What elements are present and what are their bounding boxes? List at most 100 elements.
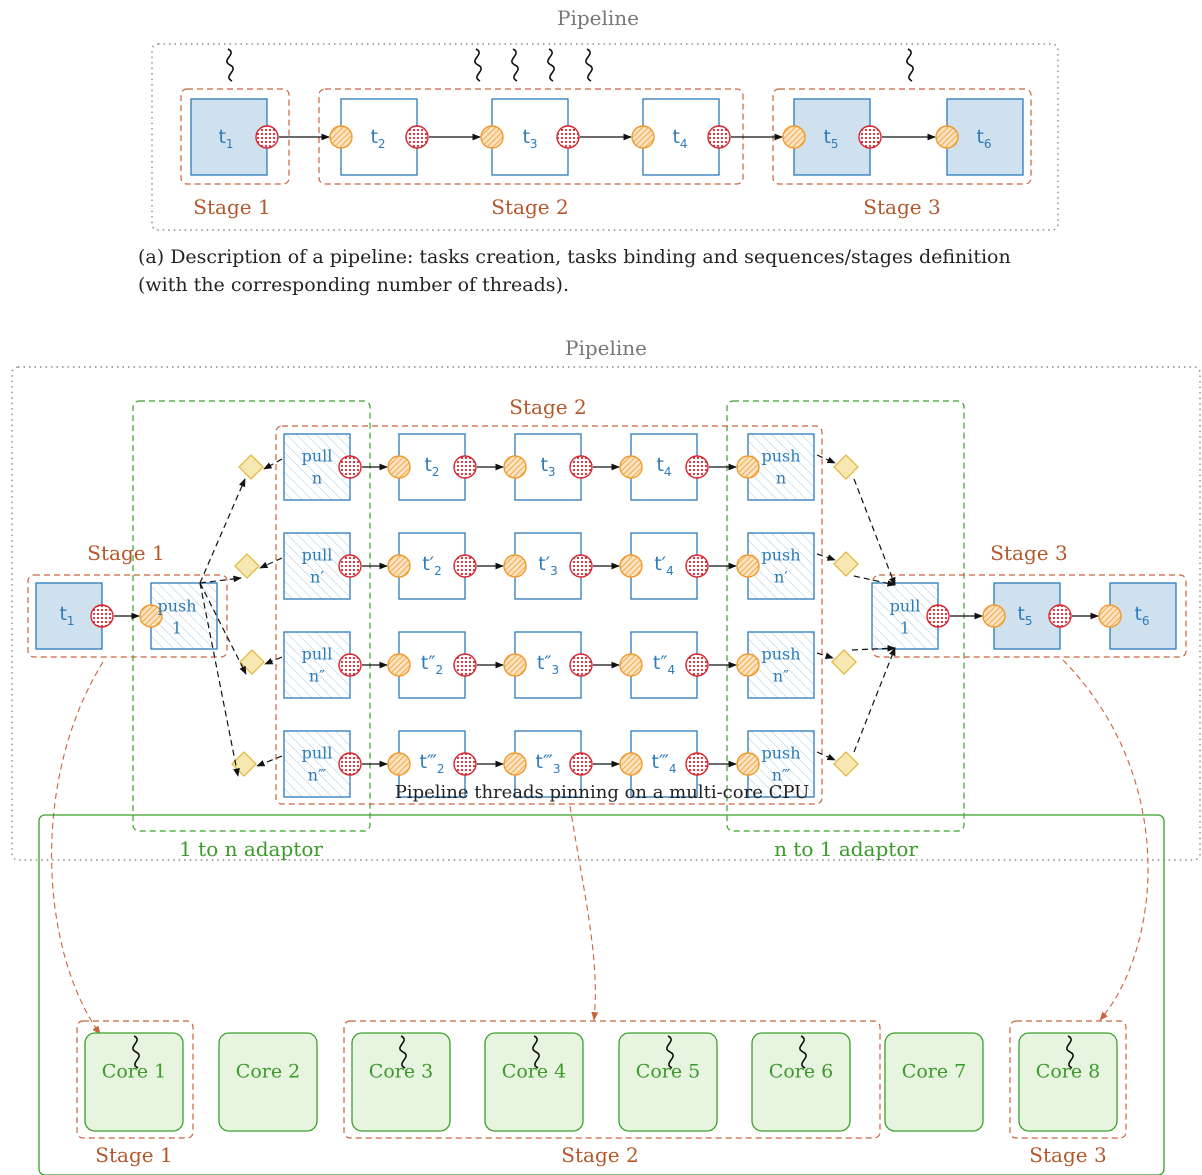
mid-task-t6-label: t6 (1134, 603, 1150, 628)
top-task-t4-label: t4 (672, 126, 688, 151)
socket-out (90, 604, 114, 628)
socket-out (453, 455, 477, 479)
thread-icon (132, 1035, 140, 1069)
core-box (351, 1032, 451, 1132)
buffer-diamond (833, 551, 859, 577)
top-task-t6 (946, 98, 1024, 176)
task-label: t‴4 (651, 751, 677, 776)
top-socket-in (329, 125, 353, 149)
core-box (751, 1032, 851, 1132)
arrow (256, 755, 283, 767)
task-label: t‴2 (419, 751, 445, 776)
task-label: t‴3 (535, 751, 561, 776)
top-stage2-label: Stage 2 (491, 195, 569, 219)
task-label: t″2 (420, 652, 444, 677)
arrow (199, 575, 242, 584)
buffer-diamond (238, 454, 264, 480)
socket-out (1048, 604, 1072, 628)
top-task-t6-label: t6 (976, 126, 992, 151)
cpu-stage3-label: Stage 3 (1029, 1143, 1107, 1167)
mid-task-t5-label: t5 (1017, 603, 1033, 628)
buffer-diamond (833, 751, 859, 777)
core-7-label: Core 7 (901, 1060, 967, 1083)
top-socket-out (255, 125, 279, 149)
top-caption: (a) Description of a pipeline: tasks cre… (138, 244, 1088, 299)
socket-out (453, 554, 477, 578)
mid-stage3-label: Stage 3 (990, 541, 1068, 565)
top-task-t4 (642, 98, 720, 176)
top-socket-out (405, 125, 429, 149)
socket-out (338, 554, 362, 578)
top-stage1-label: Stage 1 (193, 195, 271, 219)
socket-in (619, 752, 643, 776)
mid-task-t1-label: t1 (59, 603, 75, 628)
arrow (259, 557, 283, 569)
socket-out (685, 554, 709, 578)
core-box (1018, 1032, 1118, 1132)
mid-stage2-box (275, 425, 823, 805)
top-task-t1 (190, 98, 268, 176)
arrow (263, 458, 283, 470)
thread-icon (666, 1035, 674, 1069)
socket-out (685, 752, 709, 776)
mid-stage1-label: Stage 1 (87, 541, 165, 565)
socket-in (736, 752, 760, 776)
top-task-t5-label: t5 (823, 126, 839, 151)
socket-in (503, 653, 527, 677)
socket-out (453, 752, 477, 776)
cpu-stage1-label: Stage 1 (95, 1143, 173, 1167)
socket-in (619, 554, 643, 578)
thread-icon (547, 48, 555, 82)
buffer-diamond (833, 454, 859, 480)
task-label: t″4 (652, 652, 676, 677)
socket-in (736, 554, 760, 578)
core-box (218, 1032, 318, 1132)
arrow (851, 644, 896, 652)
arrow (199, 478, 246, 584)
socket-in (503, 752, 527, 776)
socket-in (387, 455, 411, 479)
core-box (84, 1032, 184, 1132)
arrow (853, 647, 896, 753)
socket-in (387, 554, 411, 578)
cpu-frame (38, 814, 1165, 1175)
cpu-title: Pipeline threads pinning on a multi-core… (394, 782, 810, 803)
arrow (199, 582, 240, 777)
task-label: t2 (424, 454, 440, 479)
mid-pipeline-title: Pipeline (564, 336, 648, 360)
socket-out (453, 653, 477, 677)
buffer-diamond (234, 553, 260, 579)
mid-stage1-box (27, 574, 228, 658)
task-label: t′2 (422, 553, 442, 578)
arrow (816, 652, 834, 659)
buffer-diamond (831, 649, 857, 675)
top-task-t1-label: t1 (218, 126, 234, 151)
socket-in (503, 455, 527, 479)
adaptor-left-label: 1 to n adaptor (179, 837, 323, 861)
arrow (816, 454, 836, 464)
top-task-t5 (793, 98, 871, 176)
thread-icon (532, 1035, 540, 1069)
top-stage3-label: Stage 3 (863, 195, 941, 219)
top-task-t2 (340, 98, 418, 176)
core-5-label: Core 5 (635, 1060, 701, 1083)
thread-icon (799, 1035, 807, 1069)
thread-icon (906, 48, 914, 82)
socket-out (569, 554, 593, 578)
socket-in (387, 653, 411, 677)
link-stage3 (1062, 659, 1149, 1021)
caption-line-1: (a) Description of a pipeline: tasks cre… (138, 246, 1011, 268)
core-box (884, 1032, 984, 1132)
task-label: t′4 (654, 553, 674, 578)
socket-out (338, 653, 362, 677)
socket-out (338, 455, 362, 479)
core-4-label: Core 4 (501, 1060, 567, 1083)
arrow (816, 751, 836, 761)
